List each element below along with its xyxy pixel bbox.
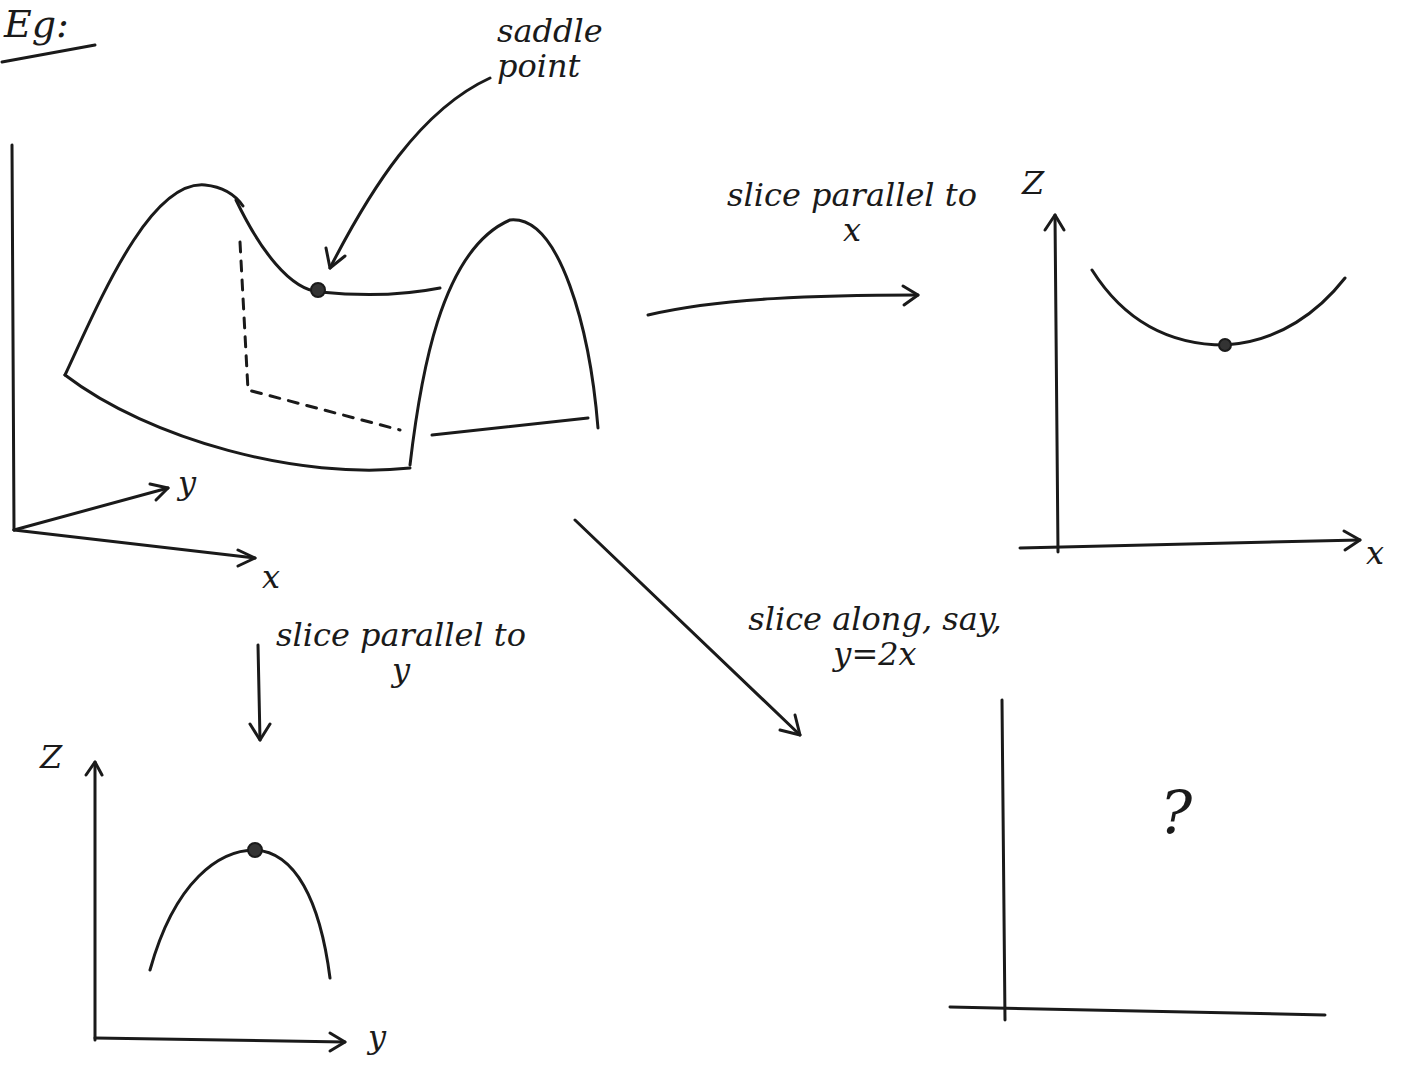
axis-label: Z <box>1022 166 1044 201</box>
axis-label: y <box>178 466 196 501</box>
axis-label: y <box>368 1020 386 1055</box>
axis-label: Z <box>40 740 62 775</box>
axis-label: x <box>1366 536 1384 571</box>
arrow-label: slice along, say, y=2x <box>730 602 1020 672</box>
arrow-label: slice parallel to y <box>276 618 526 688</box>
axis-label: x <box>262 560 280 595</box>
unknown-mark: ? <box>1160 780 1192 846</box>
diagram-title: Eg: <box>4 4 69 46</box>
callout-label: saddle point <box>497 14 637 84</box>
arrow-label: slice parallel to x <box>722 178 982 248</box>
